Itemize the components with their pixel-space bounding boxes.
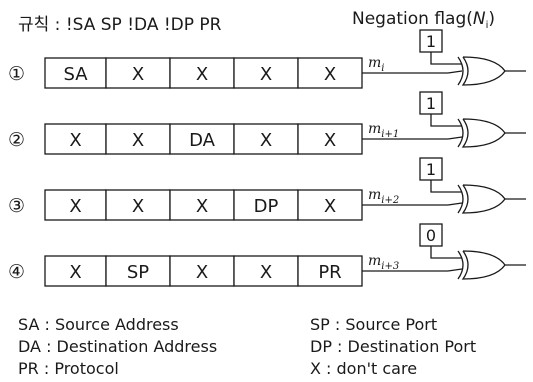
xor-gate: [457, 56, 526, 86]
field-cell-label: X: [69, 130, 81, 151]
legend-sa: SA : Source Address: [18, 315, 179, 334]
legend-dp: DP : Destination Port: [310, 337, 476, 356]
field-cell-label: X: [132, 64, 144, 85]
field-cell: [297, 57, 363, 89]
field-cell-label: X: [260, 64, 272, 85]
negation-flag-value: 1: [426, 94, 436, 113]
field-cell-label: X: [260, 130, 272, 151]
signal-label: mi: [368, 55, 384, 74]
field-cell-label: X: [260, 262, 272, 283]
row-number: ②: [8, 129, 25, 151]
negation-flag-title: Negation flag(Ni): [352, 9, 495, 31]
field-cell-label: X: [69, 262, 81, 283]
row-number: ③: [8, 195, 25, 217]
field-cell: [169, 57, 235, 89]
field-cell: [105, 123, 171, 155]
xor-gate: [457, 250, 526, 280]
field-cell: [297, 189, 363, 221]
negation-flag-value: 0: [426, 226, 436, 245]
field-cell-label: DP: [254, 196, 279, 217]
row-number: ④: [8, 261, 25, 283]
signal-line: [447, 202, 463, 206]
field-cell: [105, 255, 171, 287]
field-cell: [297, 255, 363, 287]
field-cell: [44, 189, 107, 221]
flag-wire: [430, 180, 462, 193]
negation-flag-value: 1: [426, 32, 436, 51]
legend-sp: SP : Source Port: [310, 315, 437, 334]
signal-label: mi+1: [368, 121, 399, 140]
field-cell-label: X: [196, 262, 208, 283]
field-cell-label: PR: [318, 262, 341, 283]
field-cell-label: X: [324, 64, 336, 85]
signal-line: [447, 136, 463, 140]
field-cell-label: X: [69, 196, 81, 217]
signal-label: mi+2: [368, 187, 399, 206]
legend: SA : Source Address SP : Source Port DA …: [18, 315, 476, 378]
field-cell-label: X: [196, 196, 208, 217]
signal-label: mi+3: [368, 253, 399, 272]
field-cell: [233, 255, 299, 287]
flag-wire: [430, 52, 462, 65]
field-cell-label: X: [132, 196, 144, 217]
rule-rows: ① SA X X X Xmi 1 ② X X DA X Xmi+1 1 ③ X X X DP Xmi+2 1 ④ X SP X X…: [8, 29, 526, 287]
field-cell: [169, 255, 235, 287]
negation-flag-value: 1: [426, 160, 436, 179]
rule-row: ④ X SP X X PR mi+3 0: [8, 223, 526, 287]
rule-title: 규칙 : !SA SP !DA !DP PR: [18, 15, 222, 35]
field-cell: [44, 57, 107, 89]
field-cell-label: X: [324, 130, 336, 151]
field-cell-label: SP: [127, 262, 149, 283]
field-cell: [233, 189, 299, 221]
field-cell-label: DA: [189, 130, 216, 151]
signal-line: [447, 268, 463, 272]
row-number: ①: [8, 63, 25, 85]
field-cell-label: SA: [63, 64, 88, 85]
signal-line: [447, 70, 463, 74]
legend-da: DA : Destination Address: [18, 337, 217, 356]
field-cell-label: X: [196, 64, 208, 85]
field-cell: [233, 123, 299, 155]
xor-gate: [457, 184, 526, 214]
rule-row: ③ X X X DP Xmi+2 1: [8, 157, 526, 221]
field-cell-label: X: [324, 196, 336, 217]
flag-wire: [430, 246, 462, 259]
flag-wire: [430, 114, 462, 127]
field-cell-label: X: [132, 130, 144, 151]
rule-row: ② X X DA X Xmi+1 1: [8, 91, 526, 155]
field-cell: [105, 57, 171, 89]
xor-gate: [457, 118, 526, 148]
rule-row: ① SA X X X Xmi 1: [8, 29, 526, 89]
legend-x: X : don't care: [310, 359, 417, 378]
legend-pr: PR : Protocol: [18, 359, 119, 378]
